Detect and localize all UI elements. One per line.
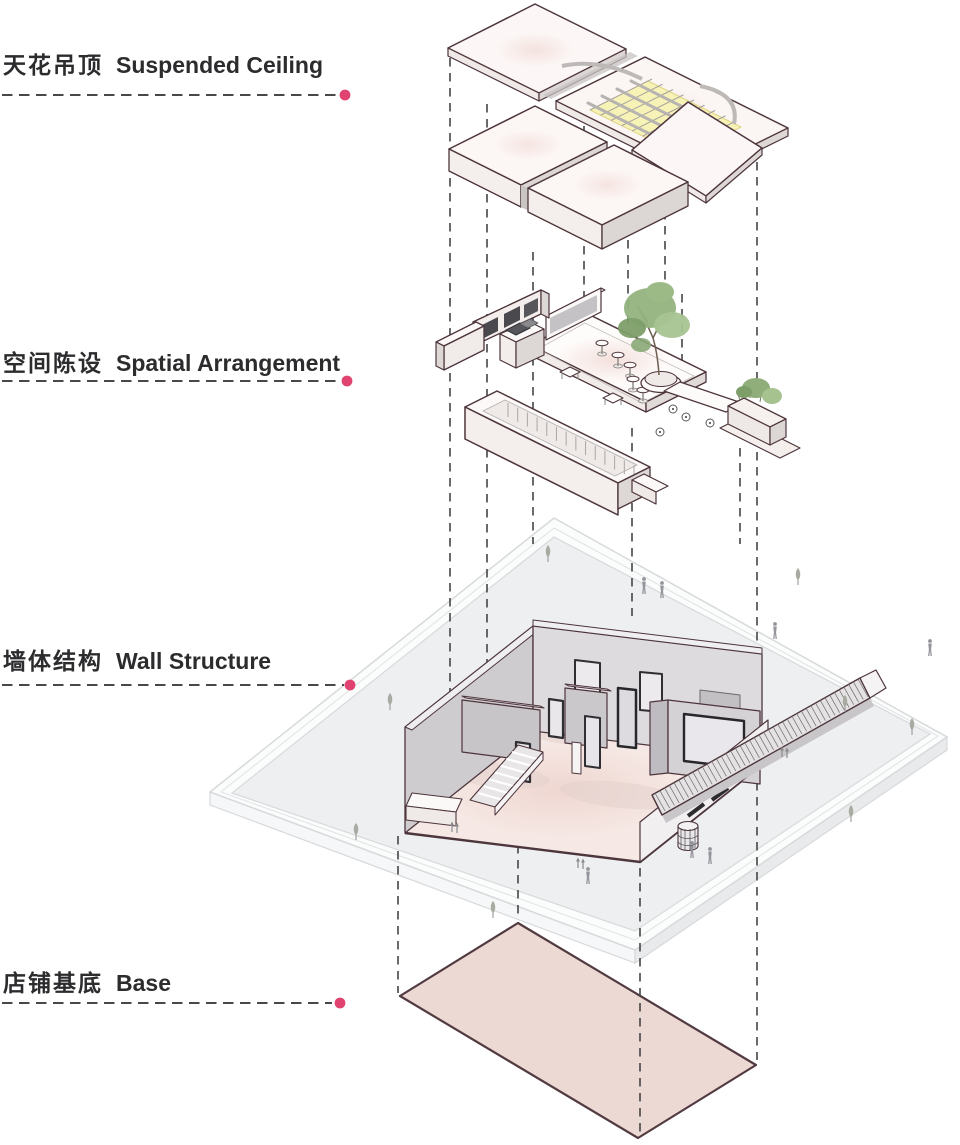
leader-dot-spatial-arrangement (341, 375, 353, 387)
label-en: Wall Structure (116, 648, 272, 674)
ceiling-box-e (527, 144, 689, 250)
label-en: Base (116, 970, 171, 996)
low-counter (405, 792, 463, 827)
planter-box (719, 378, 801, 459)
layer-label-base: 店铺基底 Base (3, 964, 171, 998)
ceiling-layer (447, 3, 789, 250)
label-en: Suspended Ceiling (116, 52, 324, 78)
bar-counter (545, 287, 606, 341)
label-zh: 墙体结构 (3, 648, 103, 674)
leader-dot-wall-structure (344, 679, 356, 691)
barrel-icon (677, 820, 699, 852)
walkway (655, 381, 743, 437)
leader-lines (2, 93, 344, 1005)
layer-label-spatial-arrangement: 空间陈设 Spatial Arrangement (3, 344, 340, 378)
l-counter (435, 289, 550, 371)
label-zh: 空间陈设 (3, 350, 103, 376)
base-slab (398, 921, 758, 1140)
furnishing-layer (435, 282, 801, 516)
leader-dots (334, 89, 356, 1009)
display-shelf (464, 390, 669, 516)
espresso-cabinet (499, 318, 545, 369)
wall-structure-model (353, 544, 932, 919)
leader-dot-suspended-ceiling (339, 89, 351, 101)
tree (618, 282, 690, 394)
canopy-roof (651, 669, 887, 823)
leader-dot-base (334, 997, 346, 1009)
label-zh: 店铺基底 (3, 970, 103, 996)
layer-label-wall-structure: 墙体结构 Wall Structure (3, 642, 271, 676)
staircase (469, 744, 544, 816)
layer-label-suspended-ceiling: 天花吊顶 Suspended Ceiling (3, 46, 323, 80)
column (571, 741, 582, 775)
label-zh: 天花吊顶 (3, 52, 103, 78)
label-en: Spatial Arrangement (116, 350, 341, 376)
ceiling-channel (543, 52, 638, 99)
